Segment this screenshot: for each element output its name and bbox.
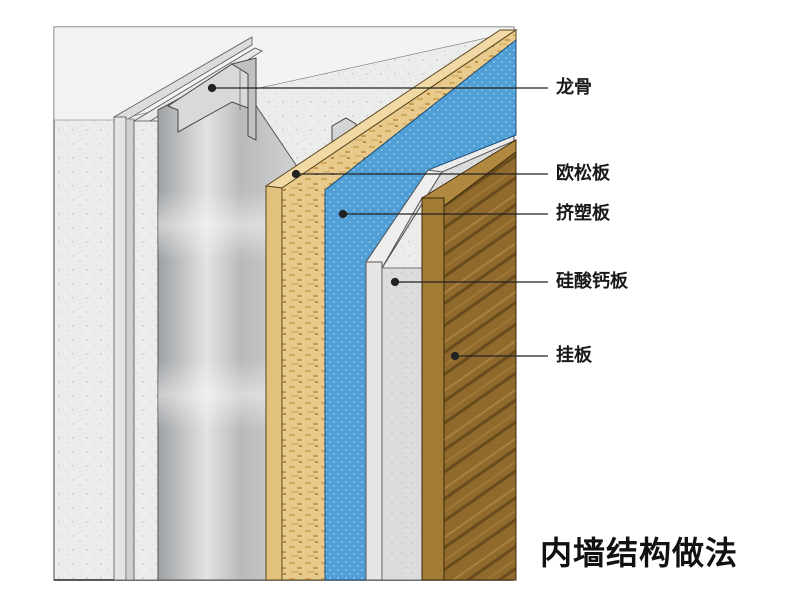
leader-calcium-silicate-dot xyxy=(392,279,399,286)
label-xps: 挤塑板 xyxy=(556,203,610,225)
leader-keel-dot xyxy=(209,85,216,92)
wood-cladding xyxy=(422,140,516,580)
leader-xps-dot xyxy=(340,211,347,218)
label-keel: 龙骨 xyxy=(556,77,592,99)
diagram-title: 内墙结构做法 xyxy=(540,528,738,574)
leader-osb-dot xyxy=(293,171,300,178)
label-cladding: 挂板 xyxy=(556,345,592,367)
label-osb: 欧松板 xyxy=(556,163,610,185)
label-calcium-silicate: 硅酸钙板 xyxy=(556,271,628,293)
leader-cladding-dot xyxy=(452,353,459,360)
